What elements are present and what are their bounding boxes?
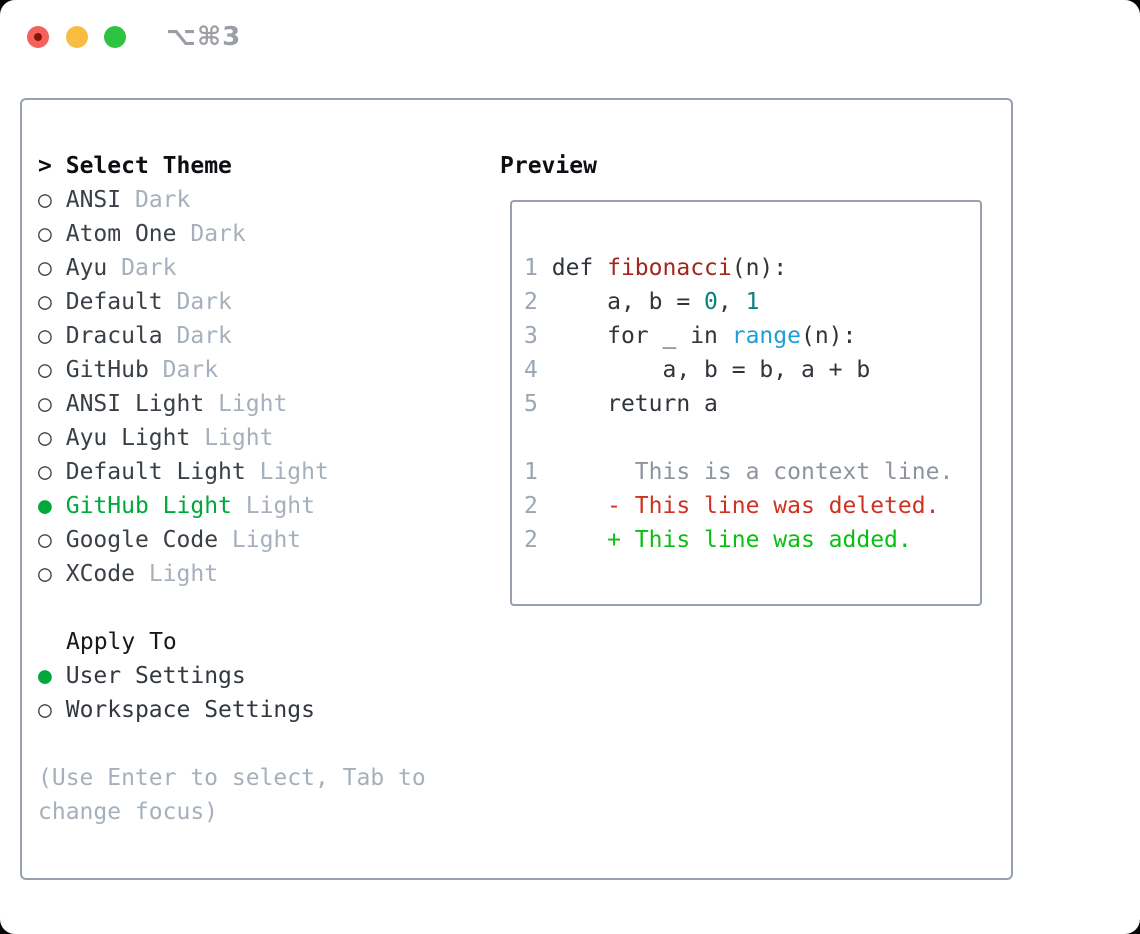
minimize-button[interactable] bbox=[66, 26, 88, 48]
theme-tag: Dark bbox=[176, 323, 232, 349]
builtin-name: range bbox=[731, 323, 801, 349]
line-number: 2 bbox=[524, 289, 538, 315]
radio-unselected-icon: ○ bbox=[38, 255, 52, 281]
spacer bbox=[38, 727, 426, 761]
line-number: 1 bbox=[524, 255, 538, 281]
code-line: 2 a, b = 0, 1 bbox=[524, 289, 760, 315]
radio-unselected-icon: ○ bbox=[38, 323, 52, 349]
theme-list: > Select Theme ○ ANSI Dark ○ Atom One Da… bbox=[38, 149, 426, 829]
window-title: ⌥⌘3 bbox=[166, 22, 242, 52]
theme-name: Dracula bbox=[65, 323, 163, 349]
number-literal: 0 bbox=[704, 289, 718, 315]
theme-option-ansi-light[interactable]: ○ ANSI Light Light bbox=[38, 387, 426, 421]
diff-added-line: 2 + This line was added. bbox=[524, 527, 912, 553]
select-theme-header: > Select Theme bbox=[38, 149, 426, 183]
theme-option-xcode-light[interactable]: ○ XCode Light bbox=[38, 557, 426, 591]
theme-tag: Dark bbox=[121, 255, 177, 281]
theme-tag: Light bbox=[204, 425, 274, 451]
radio-unselected-icon: ○ bbox=[38, 391, 52, 417]
keyboard-hint-line1: (Use Enter to select, Tab to bbox=[38, 765, 426, 791]
theme-tag: Light bbox=[245, 493, 315, 519]
theme-name: XCode bbox=[65, 561, 135, 587]
radio-unselected-icon: ○ bbox=[38, 357, 52, 383]
theme-tag: Light bbox=[148, 561, 219, 587]
theme-option-google-code-light[interactable]: ○ Google Code Light bbox=[38, 523, 426, 557]
code-line: 3 for _ in range(n): bbox=[524, 323, 857, 349]
theme-name: Default Light bbox=[65, 459, 246, 485]
line-number: 1 bbox=[524, 459, 538, 485]
theme-option-github-dark[interactable]: ○ GitHub Dark bbox=[38, 353, 426, 387]
theme-name: Default bbox=[65, 289, 163, 315]
theme-option-github-light[interactable]: ● GitHub Light Light bbox=[38, 489, 426, 523]
theme-option-ansi-dark[interactable]: ○ ANSI Dark bbox=[38, 183, 426, 217]
line-number: 2 bbox=[524, 527, 538, 553]
code-line: 4 a, b = b, a + b bbox=[524, 357, 871, 383]
theme-name: ANSI bbox=[65, 187, 122, 213]
theme-tag: Dark bbox=[162, 357, 219, 383]
radio-unselected-icon: ○ bbox=[38, 697, 52, 723]
theme-name: Ayu bbox=[65, 255, 108, 281]
radio-selected-icon: ● bbox=[38, 493, 52, 519]
theme-name: GitHub Light bbox=[65, 493, 232, 519]
theme-option-default-light[interactable]: ○ Default Light Light bbox=[38, 455, 426, 489]
theme-tag: Light bbox=[259, 459, 329, 485]
radio-unselected-icon: ○ bbox=[38, 459, 52, 485]
diff-context-line: 1 This is a context line. bbox=[524, 459, 954, 485]
function-name: fibonacci bbox=[607, 255, 732, 281]
radio-unselected-icon: ○ bbox=[38, 187, 52, 213]
theme-name: Atom One bbox=[65, 221, 177, 247]
theme-tag: Dark bbox=[190, 221, 246, 247]
radio-selected-icon: ● bbox=[38, 663, 52, 689]
apply-option-workspace-settings[interactable]: ○ Workspace Settings bbox=[38, 693, 426, 727]
zoom-button[interactable] bbox=[104, 26, 126, 48]
theme-option-ayu-light[interactable]: ○ Ayu Light Light bbox=[38, 421, 426, 455]
theme-option-atom-one-dark[interactable]: ○ Atom One Dark bbox=[38, 217, 426, 251]
option-label: Workspace Settings bbox=[65, 697, 315, 723]
theme-option-dracula-dark[interactable]: ○ Dracula Dark bbox=[38, 319, 426, 353]
radio-unselected-icon: ○ bbox=[38, 289, 52, 315]
code-preview: 1 def fibonacci(n): 2 a, b = 0, 1 3 for … bbox=[512, 202, 980, 557]
theme-option-default-dark[interactable]: ○ Default Dark bbox=[38, 285, 426, 319]
radio-unselected-icon: ○ bbox=[38, 221, 52, 247]
radio-unselected-icon: ○ bbox=[38, 527, 52, 553]
theme-tag: Light bbox=[231, 527, 302, 553]
keyboard-hint-line2: change focus) bbox=[38, 799, 219, 825]
theme-name: ANSI Light bbox=[65, 391, 205, 417]
close-button[interactable] bbox=[27, 26, 49, 48]
apply-to-header: Apply To bbox=[66, 629, 177, 655]
code-line: 1 def fibonacci(n): bbox=[524, 255, 788, 281]
theme-tag: Light bbox=[218, 391, 288, 417]
radio-unselected-icon: ○ bbox=[38, 425, 52, 451]
theme-name: GitHub bbox=[65, 357, 149, 383]
title-bar: ⌥⌘3 bbox=[0, 0, 1140, 75]
diff-deleted-line: 2 - This line was deleted. bbox=[524, 493, 940, 519]
line-number: 2 bbox=[524, 493, 538, 519]
preview-box: 1 def fibonacci(n): 2 a, b = 0, 1 3 for … bbox=[510, 200, 982, 606]
apply-option-user-settings[interactable]: ● User Settings bbox=[38, 659, 426, 693]
radio-unselected-icon: ○ bbox=[38, 561, 52, 587]
theme-option-ayu-dark[interactable]: ○ Ayu Dark bbox=[38, 251, 426, 285]
list-title: Select Theme bbox=[65, 153, 232, 179]
preview-header: Preview bbox=[500, 153, 597, 179]
line-number: 5 bbox=[524, 391, 538, 417]
line-number: 3 bbox=[524, 323, 538, 349]
close-dot-icon bbox=[34, 33, 42, 41]
option-label: User Settings bbox=[65, 663, 246, 689]
theme-tag: Dark bbox=[176, 289, 232, 315]
theme-name: Ayu Light bbox=[65, 425, 191, 451]
code-line-blank bbox=[524, 421, 980, 455]
spacer bbox=[38, 591, 426, 625]
theme-name: Google Code bbox=[65, 527, 219, 553]
prompt-icon: > bbox=[38, 153, 52, 179]
theme-tag: Dark bbox=[134, 187, 191, 213]
code-line: 5 return a bbox=[524, 391, 718, 417]
line-number: 4 bbox=[524, 357, 538, 383]
number-literal: 1 bbox=[745, 289, 760, 315]
